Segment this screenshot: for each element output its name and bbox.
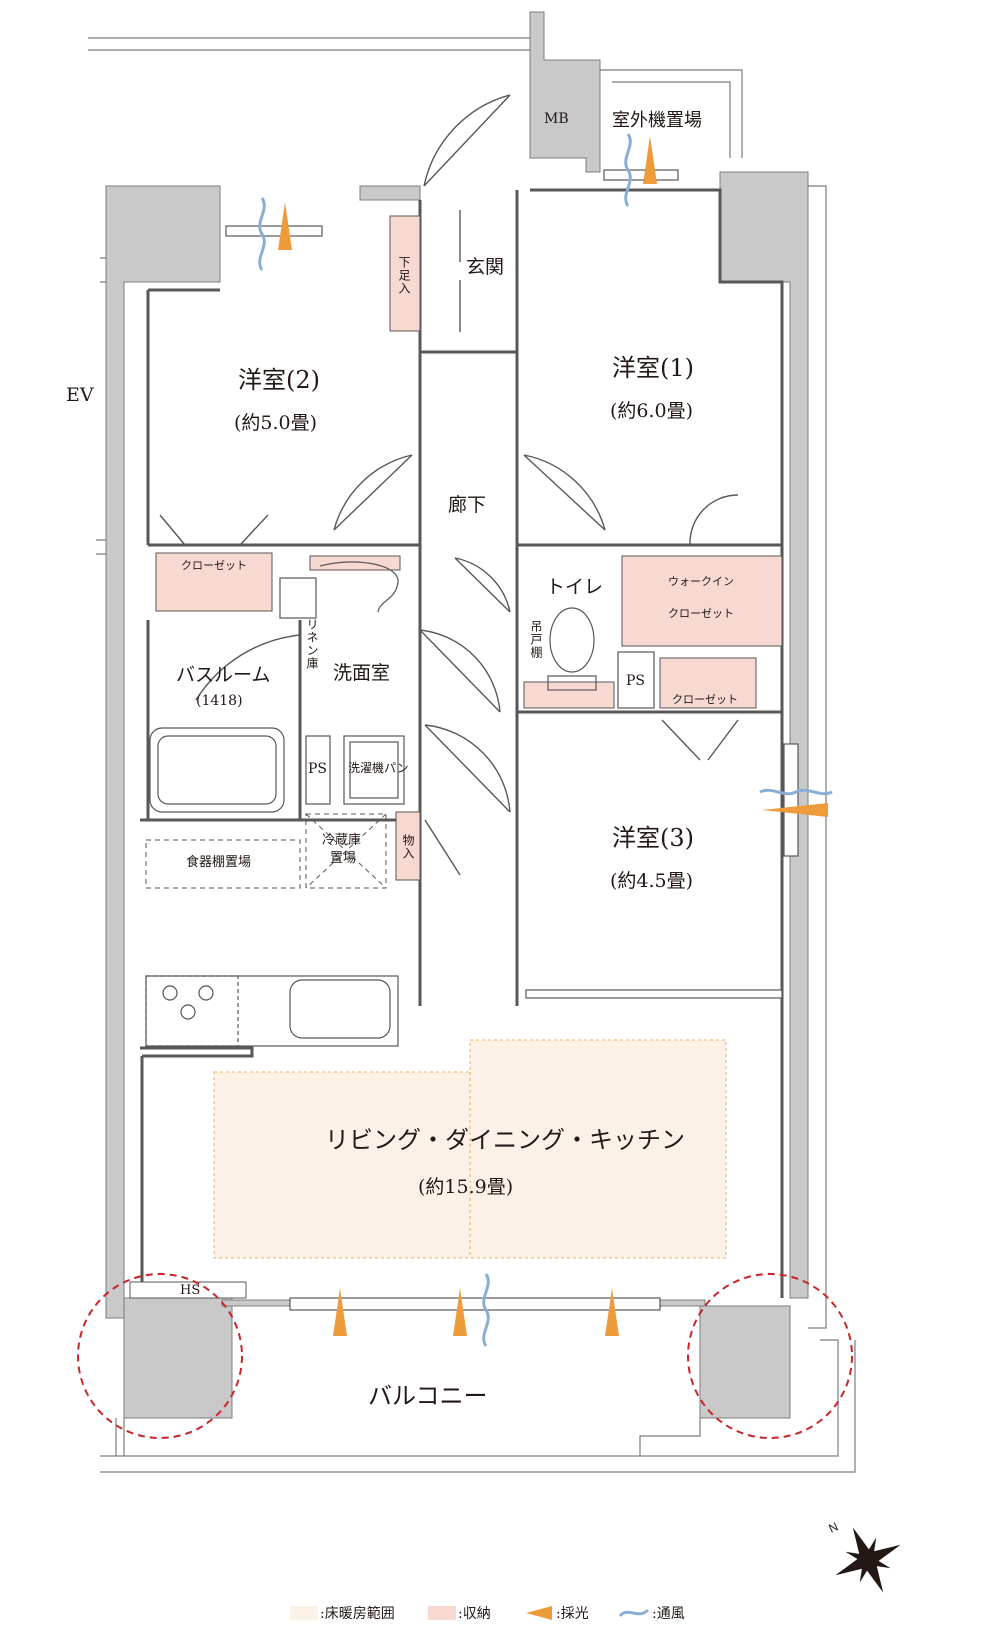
legend-storage-swatch [428,1606,456,1620]
linen-label: リネン庫 [305,618,319,670]
daylight-arrow-icon [278,136,828,1336]
balcony-label: バルコニー [368,1382,488,1410]
hanging-shelf-label: 吊戸棚 [529,620,543,659]
fridge-label-line1: 冷蔵庫 [322,833,362,848]
bedroom2-name: 洋室(2) [238,366,320,394]
storage-areas [155,215,783,881]
toilet-label: トイレ [546,576,604,598]
ldk-name: リビング・ダイニング・キッチン [325,1126,685,1154]
ldk-size: (約15.9畳) [418,1176,514,1198]
ventilation-wave-icon [258,132,833,1348]
bathroom-size: (1418) [196,693,243,709]
bedroom1-name: 洋室(1) [612,354,694,382]
hs-label: HS [180,1283,201,1298]
legend-floor-heating: :床暖房範囲 [320,1606,395,1622]
walls [105,11,809,1419]
dish-shelf-label: 食器棚置場 [186,855,252,870]
legend-ventilation: :通風 [652,1606,685,1622]
legend-ventilation-swatch [618,1608,650,1618]
bathroom-name: バスルーム [176,664,271,686]
closet-bedroom3-label: クローゼット [672,693,738,706]
legend-storage: :収納 [458,1606,491,1622]
walkin-closet-line1: ウォークイン [668,575,734,588]
ps-wash-label: PS [308,761,328,777]
fridge-label-line2: 置場 [330,851,357,866]
bedroom2-size: (約5.0畳) [234,412,318,434]
highlight-circles [77,1273,853,1439]
svg-text:N: N [827,1519,841,1535]
outdoor-unit-label: 室外機置場 [612,110,702,131]
bedroom3-size: (約4.5畳) [610,870,694,892]
mb-label: MB [544,111,569,127]
legend-floor-heating-swatch [290,1606,318,1620]
washroom-label: 洗面室 [333,662,391,684]
floor-heating-area [213,1039,727,1259]
small-storage-label: 物入 [401,834,415,860]
legend-daylight: :採光 [556,1606,589,1622]
bedroom3-name: 洋室(3) [612,824,694,852]
compass-icon: N [827,1519,901,1593]
entrance-label: 玄関 [466,256,505,278]
bedroom1-size: (約6.0畳) [610,400,694,422]
ev-label: EV [66,384,94,406]
shoe-box-label: 下足入 [397,256,411,295]
legend-daylight-swatch [526,1606,552,1620]
washer-pan-label: 洗濯機パン [348,761,409,775]
closet-bedroom2-label: クローゼット [181,559,247,572]
walkin-closet-line2: クローゼット [668,607,734,620]
ps-toilet-label: PS [626,673,646,689]
hallway-label: 廊下 [448,494,487,516]
